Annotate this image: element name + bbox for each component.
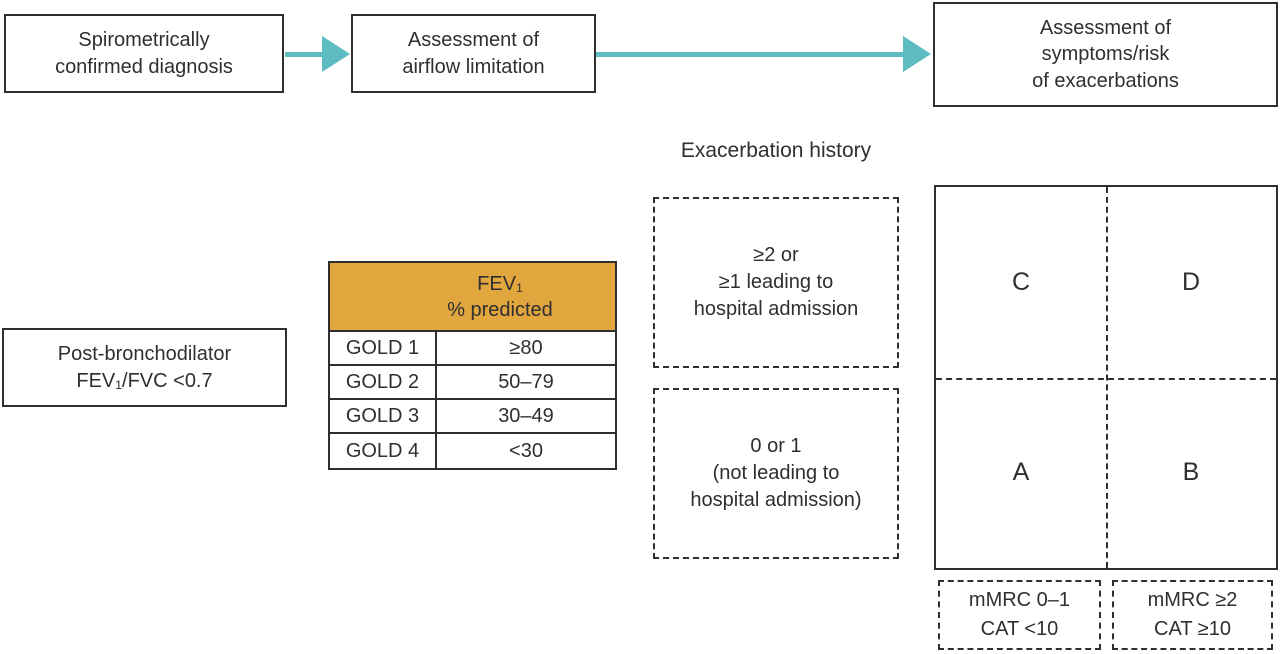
exacerbation-low-risk-box: 0 or 1 (not leading to hospital admissio… <box>653 388 899 559</box>
mmrc-cat-high-box: mMRC ≥2 CAT ≥10 <box>1112 580 1273 650</box>
gold-grade-table: FEV₁ % predicted GOLD 1 ≥80 GOLD 2 50–79… <box>328 261 617 470</box>
exacerbation-history-title: Exacerbation history <box>680 139 872 162</box>
quadrant-b: B <box>1182 458 1200 487</box>
gold-grade-value: <30 <box>509 439 543 462</box>
spirometric-diagnosis-box: Spirometrically confirmed diagnosis <box>4 14 284 93</box>
table-row: GOLD 1 ≥80 <box>328 332 617 366</box>
gold-grade-value: 50–79 <box>498 370 554 393</box>
flow-arrow-2-head-icon <box>903 36 931 72</box>
flow-arrow-2-tail-icon <box>596 52 906 57</box>
flow-arrow-1-head-icon <box>322 36 350 72</box>
mmrc-cat-low-box: mMRC 0–1 CAT <10 <box>938 580 1101 650</box>
gold-grade-value: ≥80 <box>509 336 543 359</box>
grid-horizontal-divider <box>936 377 1276 380</box>
flow-arrow-1-tail-icon <box>285 52 325 57</box>
symptoms-risk-box: Assessment of symptoms/risk of exacerbat… <box>933 2 1278 107</box>
quadrant-a: A <box>1012 458 1030 487</box>
gold-grade-value: 30–49 <box>498 404 554 427</box>
gold-grade-label: GOLD 1 <box>330 332 437 364</box>
table-row: GOLD 2 50–79 <box>328 366 617 400</box>
exacerbation-high-risk-box: ≥2 or ≥1 leading to hospital admission <box>653 197 899 368</box>
post-bronchodilator-box: Post-bronchodilator FEV₁/FVC <0.7 <box>2 328 287 407</box>
gold-grade-label: GOLD 4 <box>330 434 437 468</box>
gold-grade-label: GOLD 2 <box>330 366 437 398</box>
quadrant-c: C <box>1011 267 1031 296</box>
gold-grade-label: GOLD 3 <box>330 400 437 432</box>
gold-table-header: FEV₁ % predicted <box>328 261 617 332</box>
table-row: GOLD 4 <30 <box>328 434 617 470</box>
abcd-assessment-grid: C D A B <box>934 185 1278 570</box>
table-row: GOLD 3 30–49 <box>328 400 617 434</box>
airflow-limitation-box: Assessment of airflow limitation <box>351 14 596 93</box>
quadrant-d: D <box>1181 267 1201 296</box>
